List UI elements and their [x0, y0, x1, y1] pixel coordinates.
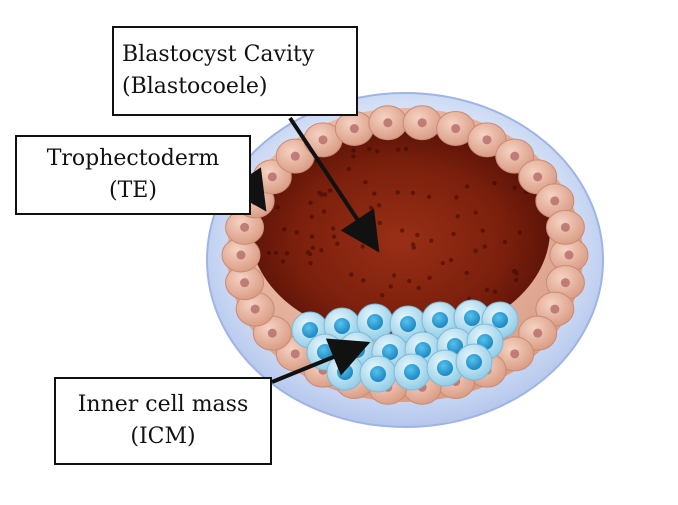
icm-cell [393, 353, 431, 391]
cavity-speckle [482, 244, 487, 249]
cavity-speckle [321, 209, 327, 214]
cavity-speckle [363, 180, 368, 185]
cavity-speckle [273, 250, 279, 255]
cavity-speckle [427, 275, 432, 280]
cavity-speckle [399, 228, 405, 233]
cavity-speckle [308, 261, 313, 266]
label-cavity-line1: Blastocyst Cavity [122, 42, 315, 67]
cavity-speckle [319, 248, 324, 253]
cavity-speckle [317, 190, 322, 196]
cavity-speckle [330, 226, 336, 231]
cavity-speckle [358, 234, 363, 240]
cavity-speckle [480, 228, 485, 233]
trophectoderm-cell [303, 122, 343, 158]
cavity-speckle [375, 149, 380, 154]
label-icm-line2: (ICM) [130, 424, 196, 449]
trophectoderm-cell [545, 209, 585, 245]
label-blastocyst-cavity: Blastocyst Cavity (Blastocoele) [112, 26, 358, 116]
cavity-speckle [473, 210, 478, 215]
cavity-speckle [331, 234, 337, 239]
cavity-speckle [388, 284, 393, 289]
cavity-speckle [410, 190, 416, 196]
trophectoderm-cell [535, 183, 575, 219]
cavity-speckle [309, 234, 315, 239]
cavity-speckle [351, 154, 356, 159]
cavity-speckle [380, 293, 385, 298]
cavity-speckle [517, 230, 522, 235]
cavity-speckle [464, 270, 469, 276]
cavity-speckle [282, 227, 287, 232]
cavity-speckle [310, 245, 316, 250]
cavity-speckle [284, 251, 290, 256]
cavity-speckle [429, 238, 434, 243]
cavity-speckle [440, 260, 446, 266]
cavity-speckle [322, 192, 328, 197]
cavity-speckle [455, 214, 460, 219]
cavity-speckle [372, 191, 377, 196]
cavity-speckle [426, 194, 432, 199]
arrow-icm [271, 338, 371, 384]
trophectoderm-cell [436, 111, 476, 147]
cavity-speckle [396, 147, 401, 152]
label-te-line1: Trophectoderm [46, 146, 220, 171]
cavity-speckle [367, 146, 372, 152]
cavity-speckle [349, 272, 354, 277]
cavity-speckle [294, 230, 299, 235]
trophectoderm-cell [225, 209, 265, 245]
cavity-speckle [407, 278, 412, 284]
cavity-speckle [328, 188, 333, 193]
cavity-speckle [275, 205, 280, 210]
cavity-speckle [346, 166, 351, 172]
label-trophectoderm: Trophectoderm (TE) [15, 135, 251, 215]
cavity-speckle [473, 248, 478, 254]
trophectoderm-cell [402, 105, 442, 141]
label-te-line2: (TE) [109, 178, 157, 203]
cavity-speckle [280, 259, 286, 264]
cavity-speckle [360, 244, 365, 249]
cavity-speckle [404, 146, 409, 152]
cavity-speckle [514, 277, 519, 283]
cavity-speckle [484, 287, 490, 292]
cavity-speckle [377, 220, 382, 226]
trophectoderm-cell [467, 122, 507, 158]
trophectoderm-cell [368, 105, 408, 141]
cavity-speckle [351, 148, 356, 153]
cavity-speckle [512, 185, 517, 190]
cavity-speckle [512, 268, 517, 274]
cavity-speckle [376, 203, 382, 208]
cavity-speckle [308, 200, 313, 205]
label-cavity-line2: (Blastocoele) [122, 74, 268, 99]
cavity-speckle [416, 285, 421, 291]
cavity-speckle [361, 278, 366, 283]
cavity-speckle [492, 181, 497, 186]
cavity-speckle [451, 231, 456, 237]
cavity-speckle [307, 251, 313, 257]
cavity-speckle [368, 205, 374, 210]
label-inner-cell-mass: Inner cell mass (ICM) [54, 377, 272, 465]
icm-cell [359, 355, 397, 393]
label-icm-line1: Inner cell mass [77, 392, 249, 417]
icm-cell [455, 343, 493, 381]
cavity-speckle [395, 190, 400, 195]
cavity-speckle [266, 250, 272, 256]
trophectoderm-cell [334, 111, 374, 147]
trophectoderm-cell [235, 291, 275, 327]
cavity-speckle [493, 289, 498, 294]
trophectoderm-cell [225, 265, 265, 301]
cavity-speckle [410, 242, 416, 247]
trophectoderm-cell [545, 265, 585, 301]
cavity-speckle [454, 195, 459, 200]
cavity-speckle [448, 257, 454, 263]
arrow-cavity [288, 116, 380, 253]
cavity-speckle [464, 184, 470, 189]
cavity-speckle [309, 214, 314, 219]
cavity-speckle [391, 273, 397, 278]
cavity-speckle [415, 232, 420, 238]
cavity-speckle [335, 241, 340, 246]
cavity-speckle [502, 239, 508, 245]
